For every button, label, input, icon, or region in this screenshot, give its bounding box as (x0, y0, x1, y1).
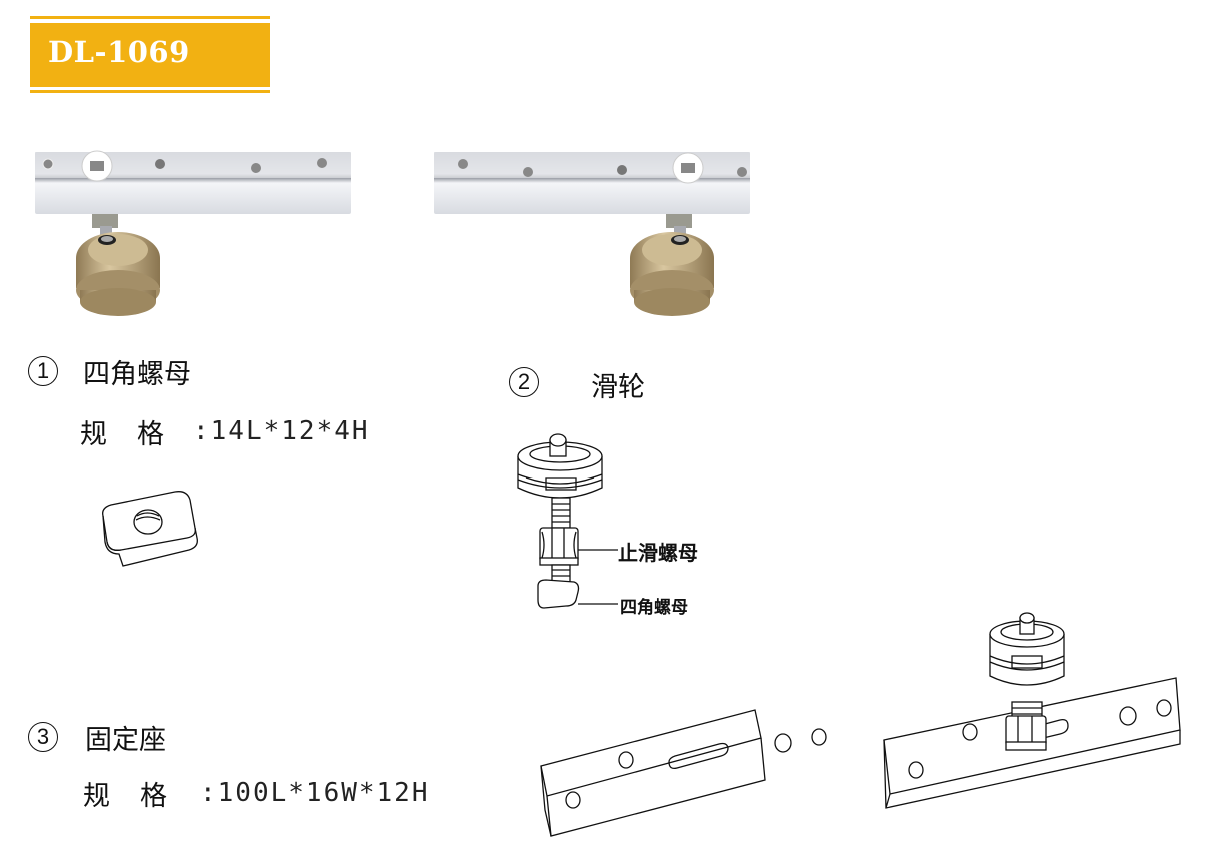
callout-line-2 (578, 603, 618, 605)
callout-anti-slip-nut: 止滑螺母 (618, 541, 698, 565)
fixed-base-drawing (540, 709, 827, 837)
spec-value-1: :14L*12*4H (193, 416, 370, 446)
part-number-1: 1 (28, 356, 58, 386)
callout-line-1 (578, 549, 618, 551)
product-photo-left (35, 150, 351, 316)
model-badge: DL-1069 (30, 23, 270, 87)
part-number-3: 3 (28, 722, 58, 752)
part-name-2: 滑轮 (591, 372, 645, 403)
spec-label-3: 规格 (83, 781, 197, 812)
spec-value-3: :100L*16W*12H (200, 778, 430, 808)
spec-label-1: 规格 (80, 419, 194, 450)
header-bottom-rule (30, 90, 270, 93)
pulley-assembly-drawing (517, 433, 603, 609)
fixed-base-with-pulley-drawing (883, 612, 1181, 809)
product-photo-right (434, 152, 750, 316)
header-top-rule (30, 16, 270, 19)
part-name-3: 固定座 (85, 725, 166, 756)
part-number-2: 2 (509, 367, 539, 397)
square-nut-drawing (102, 491, 198, 567)
model-code: DL-1069 (48, 35, 190, 69)
callout-square-nut: 四角螺母 (620, 598, 688, 618)
part-name-1: 四角螺母 (83, 359, 191, 390)
